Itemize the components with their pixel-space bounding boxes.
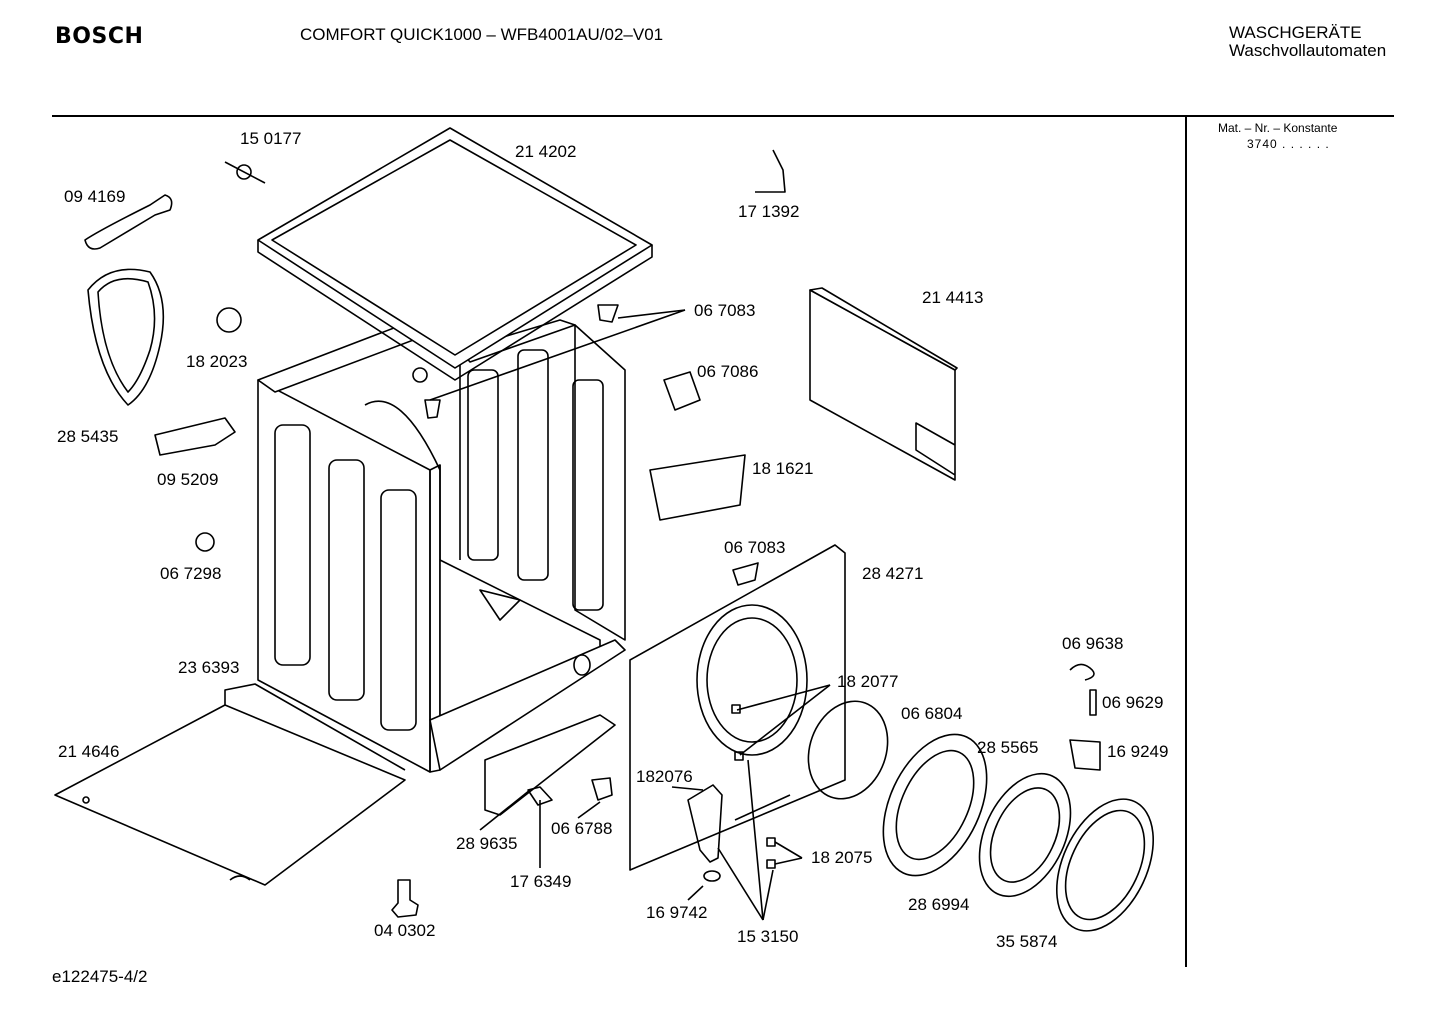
part-label-095209: 09 5209 — [157, 470, 219, 489]
side-panel-divider — [1185, 117, 1187, 967]
part-label-066788: 06 6788 — [551, 819, 613, 838]
part-label-150177: 15 0177 — [240, 129, 302, 148]
part-label-171392: 17 1392 — [738, 202, 800, 221]
part-label-040302: 04 0302 — [374, 921, 436, 940]
part-label-182077: 18 2077 — [837, 672, 899, 691]
part-label-094169: 09 4169 — [64, 187, 126, 206]
part-label-182076: 182076 — [636, 767, 693, 786]
part-label-067086: 06 7086 — [697, 362, 759, 381]
part-label-067083-top: 06 7083 — [694, 301, 756, 320]
side-panel-heading: Mat. – Nr. – Konstante — [1218, 121, 1338, 135]
part-label-289635: 28 9635 — [456, 834, 518, 853]
part-label-069638: 06 9638 — [1062, 634, 1124, 653]
part-label-176349: 17 6349 — [510, 872, 572, 891]
part-label-169249: 16 9249 — [1107, 742, 1169, 761]
part-label-214646: 21 4646 — [58, 742, 120, 761]
part-label-214413: 21 4413 — [922, 288, 984, 307]
part-label-182075: 18 2075 — [811, 848, 873, 867]
top-cover — [257, 127, 653, 381]
part-label-214202: 21 4202 — [515, 142, 577, 161]
front-panel — [629, 544, 846, 871]
insulation-panel — [809, 287, 958, 481]
part-label-066804: 06 6804 — [901, 704, 963, 723]
part-label-355874: 35 5874 — [996, 932, 1058, 951]
category-title: WASCHGERÄTE — [1229, 23, 1362, 42]
cabinet-frame — [257, 317, 626, 773]
part-label-153150: 15 3150 — [737, 927, 799, 946]
part-label-285565: 28 5565 — [977, 738, 1039, 757]
side-panel-value: 3740 . . . . . . — [1247, 137, 1330, 151]
model-title: COMFORT QUICK1000 – WFB4001AU/02–V01 — [300, 25, 664, 44]
part-label-181621: 18 1621 — [752, 459, 814, 478]
part-label-067083-mid: 06 7083 — [724, 538, 786, 557]
door-rings — [807, 700, 1155, 932]
part-label-182023: 18 2023 — [186, 352, 248, 371]
part-label-285435: 28 5435 — [57, 427, 119, 446]
part-label-284271: 28 4271 — [862, 564, 924, 583]
base-plate — [54, 683, 406, 886]
category-subtitle: Waschvollautomaten — [1229, 41, 1387, 60]
part-label-286994: 28 6994 — [908, 895, 970, 914]
kick-panel — [484, 714, 616, 816]
part-label-236393: 23 6393 — [178, 658, 240, 677]
drawing-id: e122475-4/2 — [52, 967, 148, 986]
leader-lines — [429, 309, 831, 921]
part-label-169742: 16 9742 — [646, 903, 708, 922]
header-divider — [52, 115, 1394, 117]
small-parts — [84, 149, 1101, 918]
brand-logo: BOSCH — [55, 24, 144, 49]
part-label-067298: 06 7298 — [160, 564, 222, 583]
part-label-069629: 06 9629 — [1102, 693, 1164, 712]
